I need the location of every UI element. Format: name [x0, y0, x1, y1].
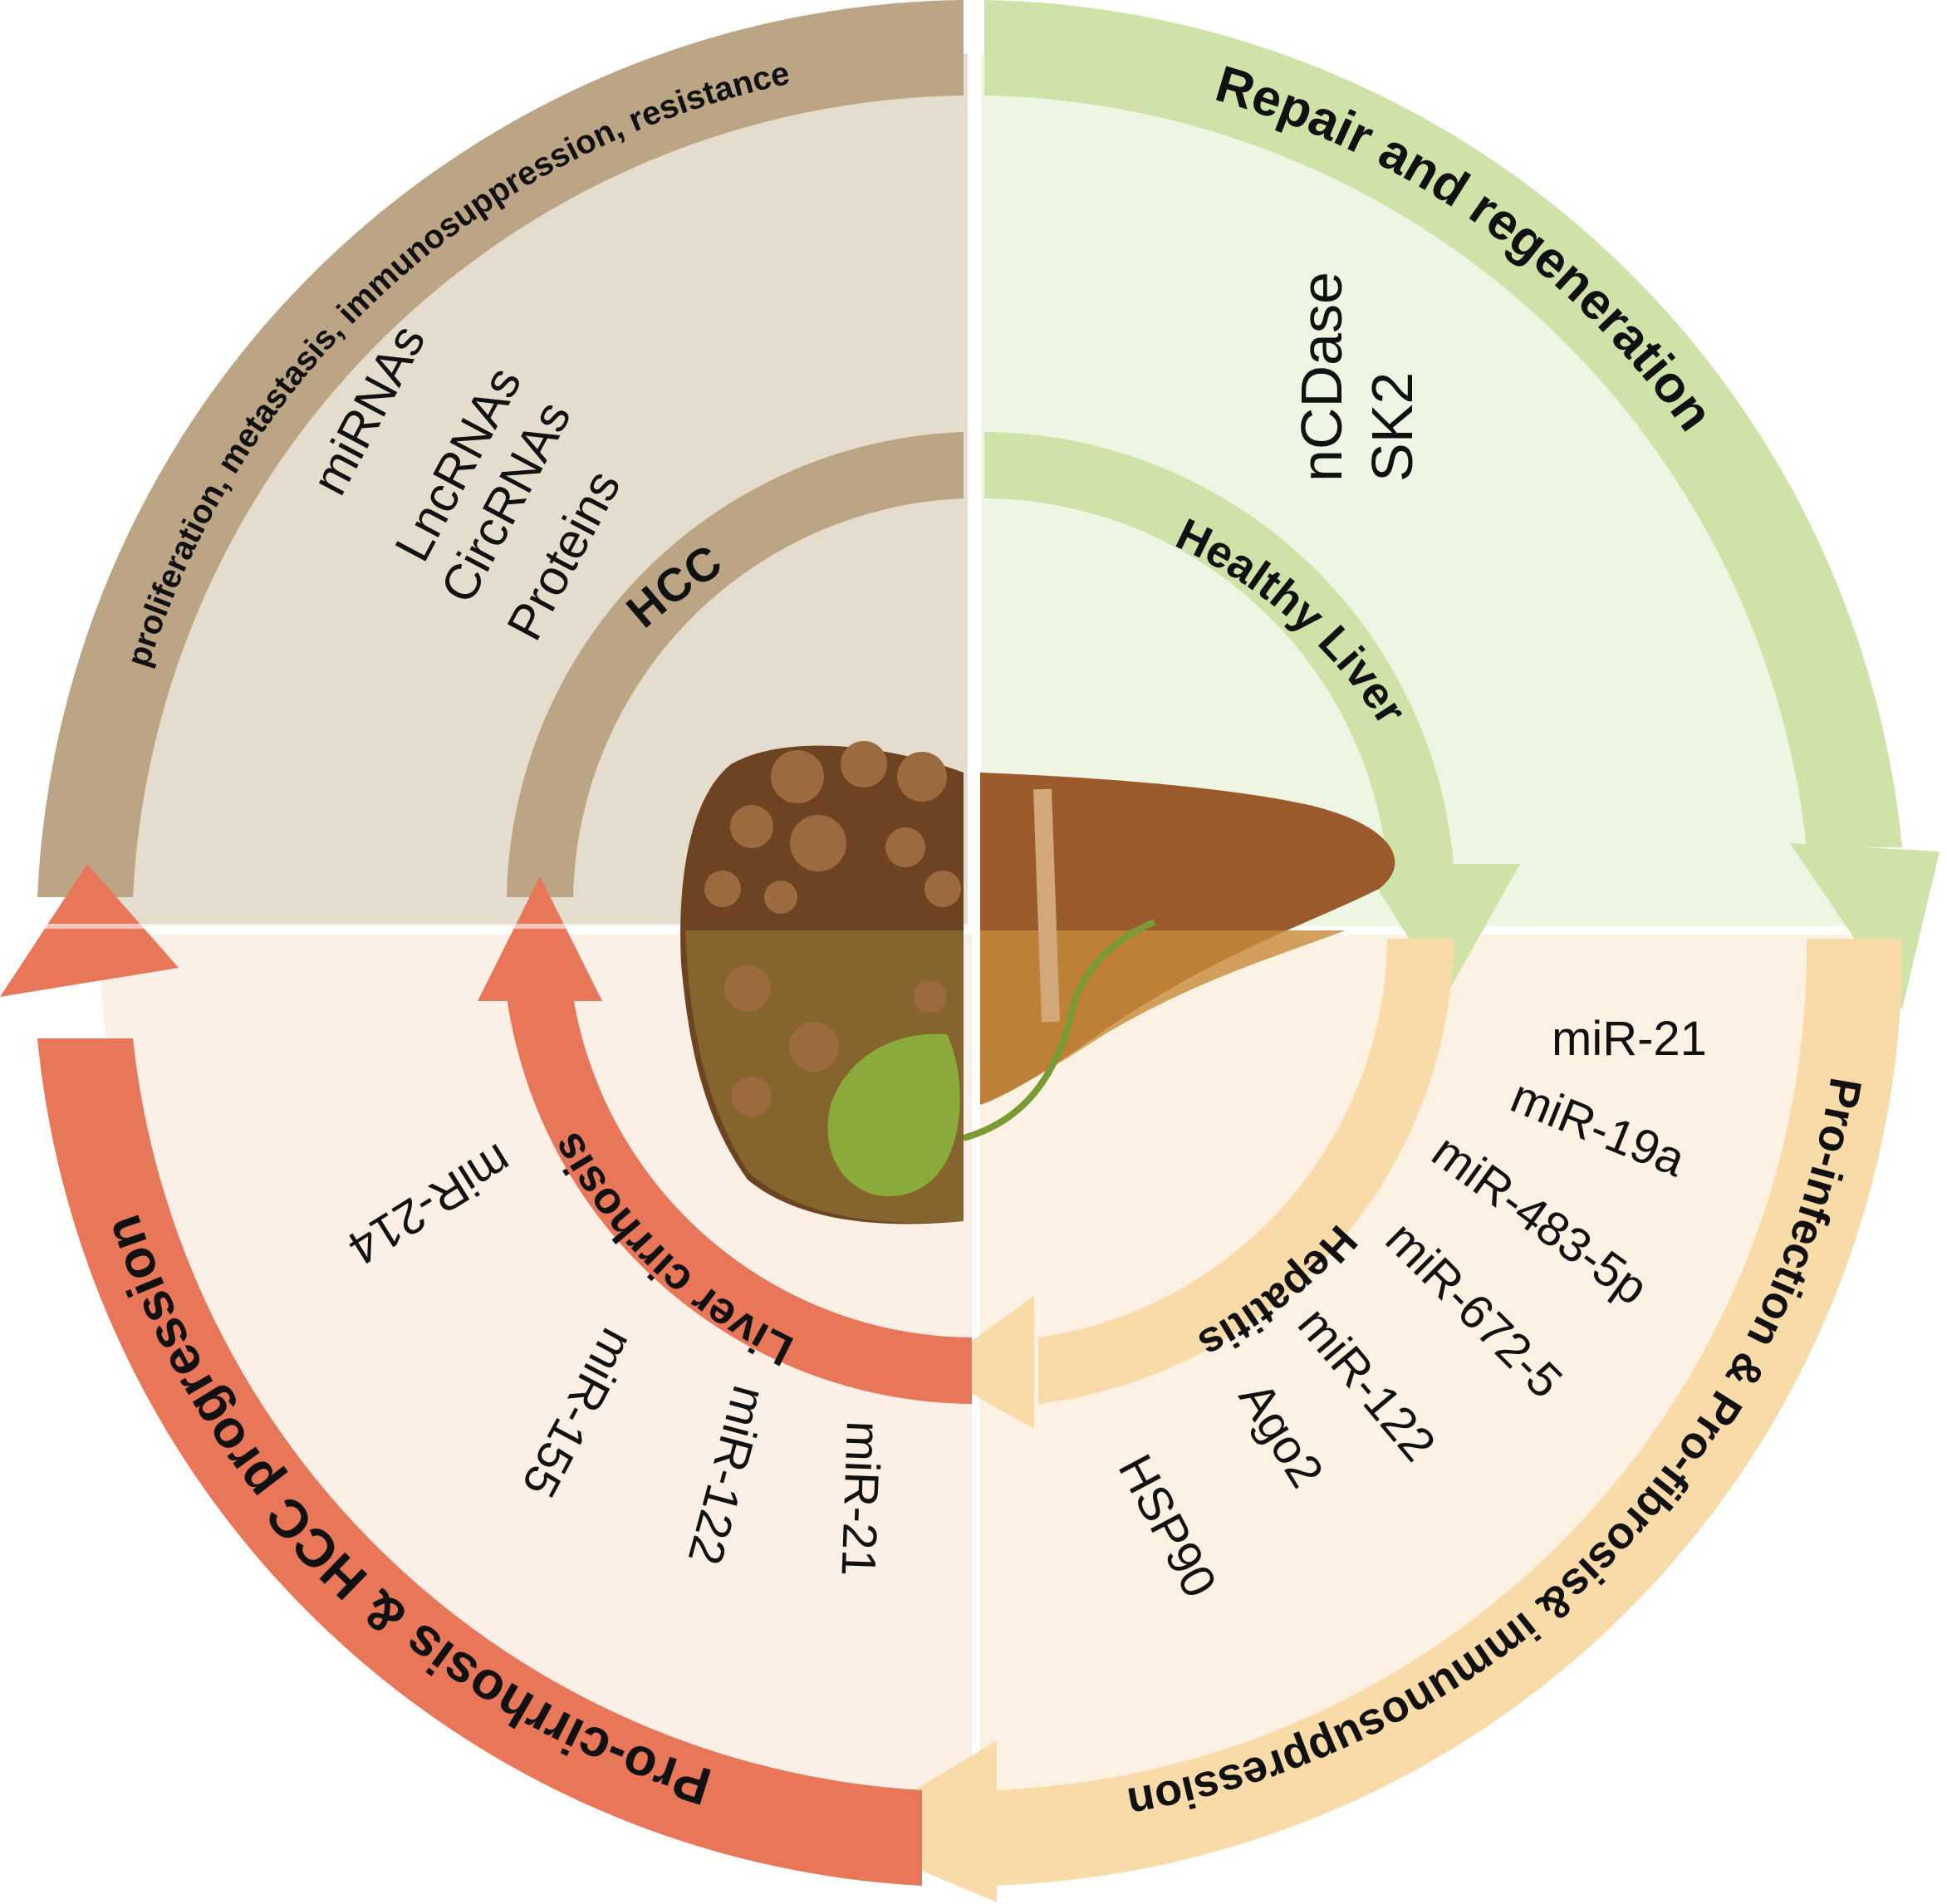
cirrhosis-outer-arrowhead — [0, 864, 179, 997]
healthy-outer-arrowhead — [1790, 843, 1940, 1009]
cirrhosis-inner-band — [507, 997, 972, 1404]
healthy-item: SK2 — [1360, 372, 1425, 482]
healthy-outer-band — [984, 0, 1902, 847]
healthy-items: nCDase SK2 — [1289, 272, 1425, 482]
vertical-divider — [968, 0, 981, 935]
hepatitis-inner-arrowhead — [930, 1296, 1034, 1429]
healthy-inner-band — [984, 432, 1454, 864]
hepatitis-outer-band — [988, 939, 1903, 1886]
healthy-liver-lower — [980, 930, 1346, 1105]
cirrhosis-item: miR-21 — [831, 1421, 890, 1578]
gallbladder — [827, 1033, 960, 1196]
hepatitis-quadrant-bg — [980, 935, 1852, 1807]
hcc-inner-band — [507, 432, 964, 897]
quadrant-backgrounds — [100, 54, 1852, 1807]
cirrhosis-outer-band — [37, 1038, 922, 1886]
liver-illustration — [680, 741, 1395, 1224]
hepatitis-item: miR-21 — [1552, 1012, 1707, 1066]
healthy-quadrant-bg — [980, 54, 1852, 926]
healthy-inner-arrowhead — [1362, 864, 1520, 997]
hcc-outer-band — [37, 0, 964, 897]
bile-duct — [962, 919, 1156, 1141]
hepatitis-inner-band — [1038, 939, 1454, 1404]
quadrant-dividers — [33, 0, 981, 935]
hcc-quadrant-bg — [100, 54, 972, 926]
falciform-ligament — [1033, 788, 1060, 1023]
cirrhotic-nodules — [704, 741, 961, 1140]
horizontal-divider — [33, 924, 972, 929]
healthy-item: nCDase — [1289, 272, 1354, 482]
cirrhosis-inner-arrowhead — [478, 876, 602, 1001]
inner-ring — [478, 432, 1520, 1429]
